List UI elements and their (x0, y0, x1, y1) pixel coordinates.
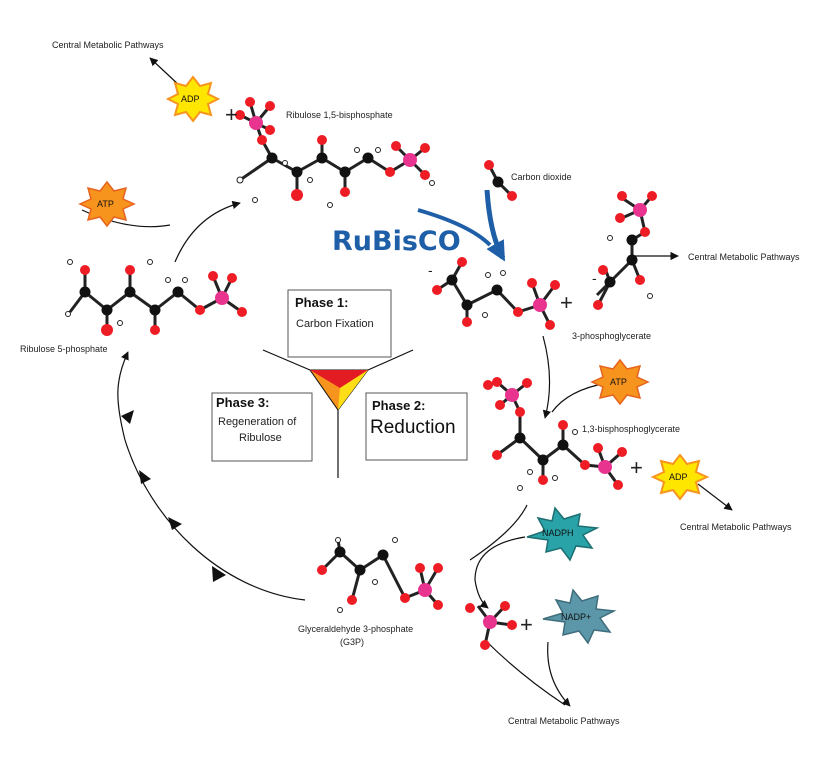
minus-sign-2: - (592, 270, 597, 286)
svg-text:Phase 3:: Phase 3: (216, 395, 269, 410)
plus-sign: + (225, 102, 238, 127)
molecule-g3p (317, 537, 443, 613)
cycle-arrowheads (121, 410, 226, 582)
molecule-bpg (483, 377, 627, 491)
molecule-3pga-left (432, 257, 560, 330)
svg-text:ATP: ATP (610, 377, 627, 387)
central-top-label: Central Metabolic Pathways (52, 40, 164, 50)
bpg-label: 1,3-bisphosphoglycerate (582, 424, 680, 434)
molecule-ru5p (65, 259, 247, 336)
g3p-label-2: (G3P) (340, 637, 364, 647)
svg-text:Regeneration of: Regeneration of (218, 416, 297, 428)
svg-text:ADP: ADP (181, 94, 200, 104)
svg-text:Reduction: Reduction (370, 417, 456, 438)
plus-sign-3: + (630, 455, 643, 480)
minus-sign-1: - (428, 262, 433, 278)
nadph-burst: NADPH (526, 506, 600, 562)
nadp-burst: NADP+ (542, 588, 617, 645)
output-arrows (149, 57, 733, 707)
atp-right-burst: ATP (590, 358, 650, 406)
pga-label: 3-phosphoglycerate (572, 331, 651, 341)
svg-text:Phase 1:: Phase 1: (295, 295, 348, 310)
central-right-top-label: Central Metabolic Pathways (688, 252, 800, 262)
svg-text:NADPH: NADPH (542, 528, 574, 538)
plus-sign-4: + (520, 612, 533, 637)
phase3-box: Phase 3: Regeneration of Ribulose (211, 392, 313, 462)
molecule-3pga-right (593, 191, 657, 310)
atp-left-burst: ATP (78, 180, 136, 228)
phase1-box: Phase 1: Carbon Fixation (287, 289, 392, 358)
svg-text:Ribulose: Ribulose (239, 432, 282, 444)
svg-text:ADP: ADP (669, 472, 688, 482)
adp-right-burst: ADP (650, 453, 710, 501)
g3p-label-1: Glyceraldehyde 3-phosphate (298, 624, 413, 634)
central-bottom-label: Central Metabolic Pathways (508, 716, 620, 726)
rubisco-arrow (484, 189, 506, 262)
molecule-co2 (484, 160, 517, 201)
svg-text:Phase 2:: Phase 2: (372, 398, 425, 413)
co2-label: Carbon dioxide (511, 172, 572, 182)
rubisco-arrow-tail (417, 208, 492, 247)
svg-text:ATP: ATP (97, 199, 114, 209)
adp-top-burst: ADP (165, 75, 221, 123)
phase-funnel (262, 349, 414, 478)
molecule-phosphate (465, 601, 517, 650)
phase2-box: Phase 2: Reduction (365, 392, 468, 461)
svg-text:Carbon Fixation: Carbon Fixation (296, 318, 374, 330)
central-right-mid-label: Central Metabolic Pathways (680, 522, 792, 532)
svg-text:NADP+: NADP+ (561, 612, 591, 622)
molecule-rubp (235, 97, 435, 208)
rubisco-label: RuBisCO (332, 226, 461, 257)
ru5p-label: Ribulose 5-phosphate (20, 344, 108, 354)
plus-sign-2: + (560, 290, 573, 315)
rubp-label: Ribulose 1,5-bisphosphate (286, 110, 393, 120)
